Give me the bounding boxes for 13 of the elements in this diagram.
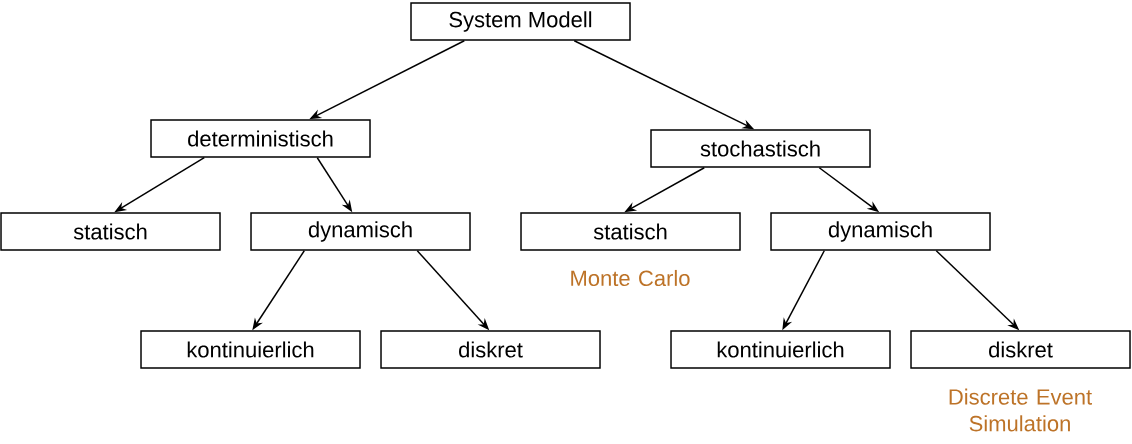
label-box: dynamisch (770, 212, 991, 251)
caption-text: Monte Carlo (571, 269, 690, 287)
label-box: stochastisch (650, 129, 871, 168)
label-box: statisch (0, 212, 221, 251)
label-box: kontinuierlich (670, 330, 891, 369)
label-box: dynamisch (250, 212, 471, 251)
label-box: diskret (910, 330, 1131, 369)
label-box: statisch (520, 212, 741, 251)
label-box: deterministisch (150, 119, 371, 158)
label-box: kontinuierlich (140, 330, 361, 369)
label-box: diskret (380, 330, 601, 369)
caption-text: Discrete Event Simulation (949, 388, 1092, 432)
label-box: System Modell (410, 2, 631, 41)
